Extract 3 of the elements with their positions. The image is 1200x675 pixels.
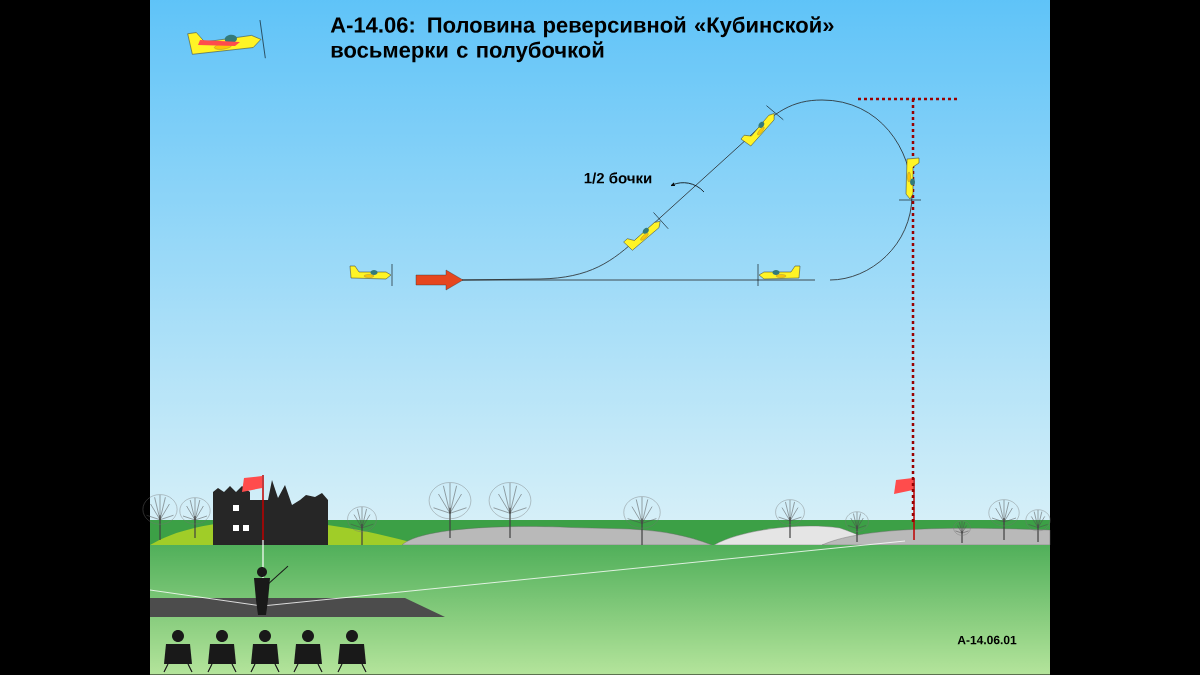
title: А-14.06: Половина реверсивной «Кубинской» восьмерки с полубочкой <box>330 16 834 63</box>
figure-code: А-14.06.01 <box>957 635 1017 645</box>
maneuver-label: 1/2 бочки <box>584 172 652 184</box>
